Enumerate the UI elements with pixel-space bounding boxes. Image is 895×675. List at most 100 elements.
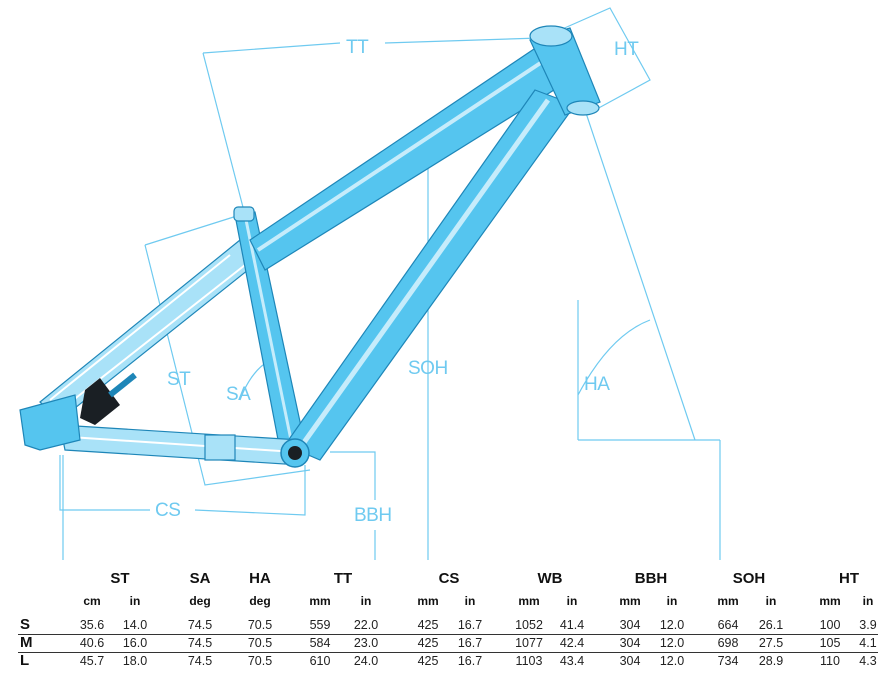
table-cell: 304 xyxy=(619,618,641,632)
table-cell: 16.7 xyxy=(457,636,483,650)
unit-label: in xyxy=(666,594,678,608)
label-st: ST xyxy=(167,369,191,390)
bike-frame xyxy=(19,25,601,468)
header-bbh: BBH xyxy=(634,570,668,587)
table-cell: 28.9 xyxy=(758,654,784,668)
table-cell: 16.0 xyxy=(122,636,148,650)
table-cell: 425 xyxy=(417,636,439,650)
size-label-m: M xyxy=(20,634,33,651)
unit-label: in xyxy=(862,594,874,608)
unit-label: mm xyxy=(518,594,540,608)
header-st: ST xyxy=(110,570,130,587)
unit-label: mm xyxy=(819,594,841,608)
table-cell: 16.7 xyxy=(457,618,483,632)
header-ha: HA xyxy=(249,570,271,587)
unit-label: deg xyxy=(249,594,271,608)
table-cell: 22.0 xyxy=(353,618,379,632)
table-cell: 74.5 xyxy=(187,636,213,650)
label-tt: TT xyxy=(346,37,369,58)
table-cell: 18.0 xyxy=(122,654,148,668)
chainstay-yoke xyxy=(204,434,236,461)
unit-label: mm xyxy=(619,594,641,608)
table-cell: 4.1 xyxy=(859,636,877,650)
label-cs: CS xyxy=(155,500,180,521)
cs-dimension-line xyxy=(59,455,306,516)
header-soh: SOH xyxy=(732,570,766,587)
table-cell: 100 xyxy=(819,618,841,632)
table-cell: 74.5 xyxy=(187,654,213,668)
unit-label: in xyxy=(360,594,372,608)
table-cell: 304 xyxy=(619,654,641,668)
seat-tube-top xyxy=(233,206,255,222)
ht-dimension-line xyxy=(559,7,651,111)
table-cell: 70.5 xyxy=(247,654,273,668)
unit-label: mm xyxy=(717,594,739,608)
table-cell: 23.0 xyxy=(353,636,379,650)
table-cell: 16.7 xyxy=(457,654,483,668)
table-cell: 70.5 xyxy=(247,618,273,632)
table-cell: 110 xyxy=(820,654,840,668)
table-cell: 425 xyxy=(417,618,439,632)
table-cell: 70.5 xyxy=(247,636,273,650)
row-divider xyxy=(18,634,878,635)
table-cell: 664 xyxy=(717,618,739,632)
table-cell: 43.4 xyxy=(559,654,585,668)
unit-label: deg xyxy=(189,594,211,608)
ha-dimension-line xyxy=(577,109,720,441)
table-cell: 698 xyxy=(717,636,739,650)
geometry-table: ST SA HA TT CS WB BBH SOH HT cm in deg deg mm in mm in mm… xyxy=(0,560,895,675)
header-sa: SA xyxy=(189,570,211,587)
unit-label: mm xyxy=(417,594,439,608)
label-ha: HA xyxy=(584,374,610,395)
table-cell: 1077 xyxy=(515,636,543,650)
table-cell: 12.0 xyxy=(659,654,685,668)
table-cell: 41.4 xyxy=(559,618,585,632)
label-sa: SA xyxy=(226,384,251,405)
bbh-dimension-line xyxy=(330,451,376,560)
table-cell: 425 xyxy=(417,654,439,668)
table-cell: 1052 xyxy=(515,618,543,632)
table-cell: 3.9 xyxy=(859,618,877,632)
label-ht: HT xyxy=(614,39,639,60)
table-cell: 12.0 xyxy=(659,636,685,650)
unit-label: cm xyxy=(83,594,101,608)
table-cell: 734 xyxy=(717,654,739,668)
table-cell: 304 xyxy=(619,636,641,650)
size-label-s: S xyxy=(20,616,31,633)
table-cell: 24.0 xyxy=(353,654,379,668)
size-label-l: L xyxy=(20,652,30,669)
table-cell: 26.1 xyxy=(758,618,784,632)
table-cell: 74.5 xyxy=(187,618,213,632)
table-cell: 584 xyxy=(309,636,331,650)
table-cell: 42.4 xyxy=(559,636,585,650)
table-cell: 14.0 xyxy=(122,618,148,632)
header-wb: WB xyxy=(537,570,563,587)
label-bbh: BBH xyxy=(354,505,392,526)
label-soh: SOH xyxy=(408,358,448,379)
unit-label: mm xyxy=(309,594,331,608)
table-cell: 12.0 xyxy=(659,618,685,632)
table-cell: 40.6 xyxy=(79,636,105,650)
table-cell: 35.6 xyxy=(79,618,105,632)
unit-label: in xyxy=(464,594,476,608)
wb-dimension-line xyxy=(62,440,721,560)
table-cell: 105 xyxy=(819,636,841,650)
table-cell: 610 xyxy=(309,654,331,668)
bike-frame-geometry-diagram: TT HT ST SA SOH HA CS BBH WB xyxy=(19,7,721,560)
table-cell: 4.3 xyxy=(859,654,877,668)
rear-dropout xyxy=(19,394,81,451)
unit-label: in xyxy=(129,594,141,608)
seatstay-brace xyxy=(80,378,120,425)
tt-dimension-line xyxy=(202,37,541,216)
unit-label: in xyxy=(566,594,578,608)
header-ht: HT xyxy=(839,570,859,587)
table-cell: 559 xyxy=(309,618,331,632)
table-cell: 45.7 xyxy=(79,654,105,668)
header-tt: TT xyxy=(333,570,353,587)
header-cs: CS xyxy=(438,570,460,587)
row-divider xyxy=(18,652,878,653)
table-cell: 1103 xyxy=(515,654,543,668)
dimension-lines xyxy=(59,7,721,560)
table-cell: 27.5 xyxy=(758,636,784,650)
unit-label: in xyxy=(765,594,777,608)
